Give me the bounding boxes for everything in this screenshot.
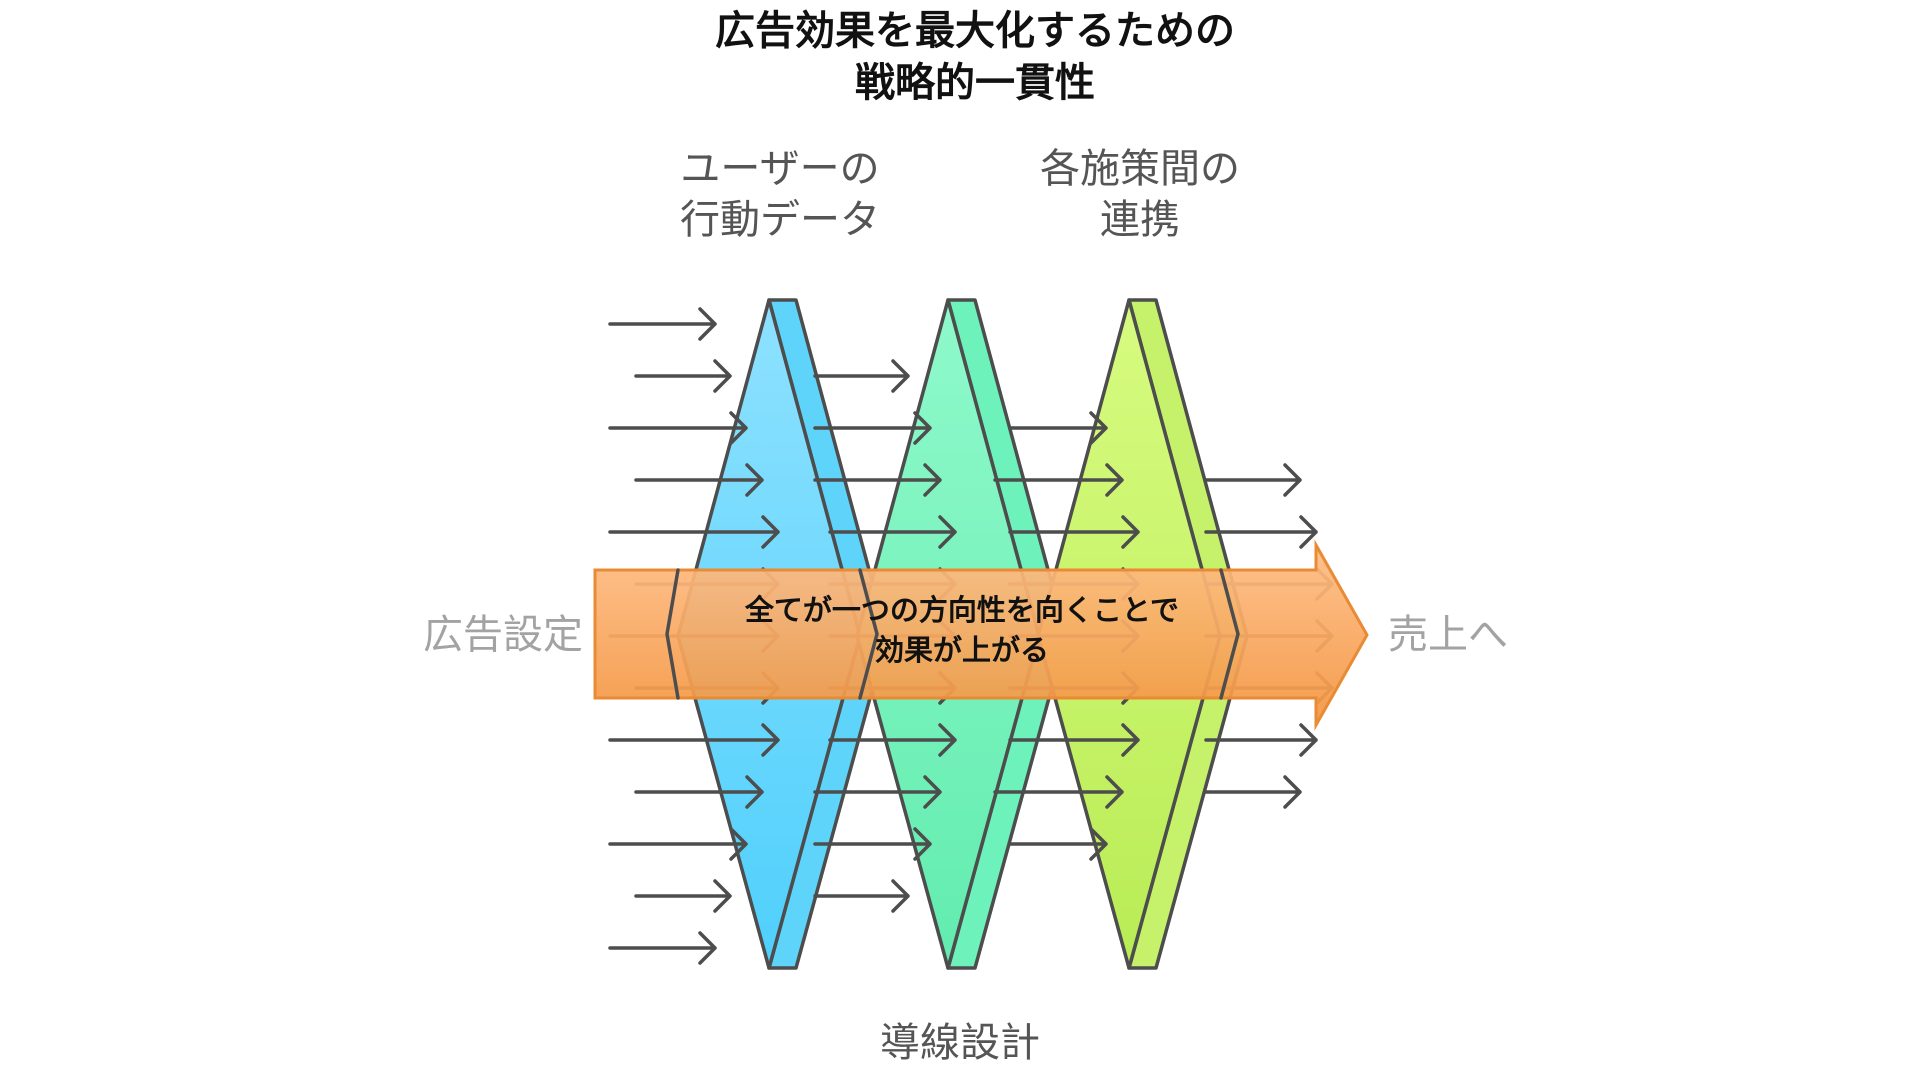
- banner-chevron-1: [665, 568, 680, 700]
- line-arrow-r9-2: [828, 723, 957, 757]
- line-arrow-r4-2: [813, 463, 942, 497]
- label-to-sales: 売上へ: [1388, 612, 1508, 658]
- line-arrow-r9-1: [608, 723, 780, 757]
- diagram-title-line1: 広告効果を最大化するための: [715, 8, 1235, 54]
- line-arrow-r4-4: [1204, 463, 1302, 497]
- line-arrow-r11-1: [608, 827, 748, 861]
- line-arrow-r9-3: [1008, 723, 1140, 757]
- banner-arrow: [593, 539, 1369, 731]
- line-arrow-r5-1: [608, 515, 780, 549]
- line-arrow-r3-3: [1008, 411, 1108, 445]
- line-arrow-r11-3: [1008, 827, 1108, 861]
- banner-chevron-2: [858, 568, 879, 700]
- line-arrow-r1-1: [608, 307, 717, 341]
- line-arrow-r3-2: [813, 411, 932, 445]
- line-arrow-r4-1: [634, 463, 764, 497]
- label-flow-design: 導線設計: [880, 1020, 1040, 1066]
- label-user-behavior-line2: 行動データ: [680, 197, 880, 243]
- line-arrow-r10-4: [1204, 775, 1302, 809]
- line-arrow-r13-1: [608, 931, 717, 965]
- banner-chevron-3: [1219, 568, 1240, 700]
- diagram-title-line2: 戦略的一貫性: [855, 60, 1095, 106]
- line-arrow-r12-2: [813, 879, 910, 913]
- line-arrow-r5-4: [1204, 515, 1318, 549]
- line-arrow-r2-2: [813, 359, 910, 393]
- label-coordination-line1: 各施策間の: [1040, 146, 1240, 192]
- label-coordination-line2: 連携: [1100, 197, 1180, 243]
- line-arrow-r10-3: [993, 775, 1124, 809]
- line-arrow-r10-1: [634, 775, 764, 809]
- banner-text-line2: 効果が上がる: [875, 633, 1049, 667]
- line-arrow-r4-3: [993, 463, 1124, 497]
- label-ad-settings: 広告設定: [423, 612, 583, 658]
- line-arrow-r3-1: [608, 411, 748, 445]
- line-arrow-r2-1: [634, 359, 732, 393]
- direction-banner: 全てが一つの方向性を向くことで 効果が上がる: [593, 539, 1369, 731]
- line-arrow-r5-2: [828, 515, 957, 549]
- line-arrow-r5-3: [1008, 515, 1140, 549]
- label-user-behavior-line1: ユーザーの: [680, 146, 879, 192]
- line-arrow-r12-1: [634, 879, 732, 913]
- line-arrow-r9-4: [1204, 723, 1318, 757]
- banner-text-line1: 全てが一つの方向性を向くことで: [744, 593, 1179, 627]
- line-arrow-r11-2: [813, 827, 932, 861]
- line-arrow-r10-2: [813, 775, 942, 809]
